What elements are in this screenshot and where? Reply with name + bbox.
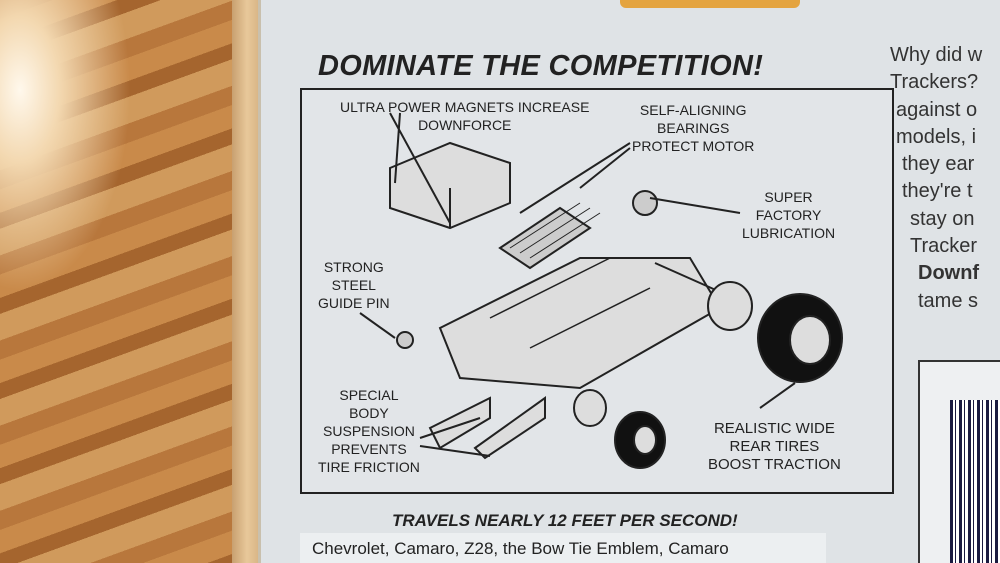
legal-line: Chevrolet, Camaro, Z28, the Bow Tie Embl… bbox=[312, 539, 729, 558]
motor-icon bbox=[498, 202, 601, 270]
legal-text: Chevrolet, Camaro, Z28, the Bow Tie Embl… bbox=[300, 533, 826, 563]
callout-lines bbox=[359, 112, 796, 457]
tagline: TRAVELS NEARLY 12 FEET PER SECOND! bbox=[392, 511, 738, 530]
top-tab bbox=[620, 0, 800, 8]
rear-axle-icon bbox=[654, 262, 753, 331]
headline: DOMINATE THE COMPETITION! bbox=[318, 50, 764, 82]
front-wheel-icon bbox=[573, 389, 607, 427]
bearing-icon bbox=[632, 190, 658, 216]
blister-edge bbox=[232, 0, 262, 563]
chassis-icon bbox=[438, 257, 722, 390]
magnets-icon bbox=[389, 141, 511, 230]
rear-tire-icon bbox=[757, 293, 843, 383]
guide-pin-icon bbox=[396, 331, 414, 349]
front-tire-icon bbox=[614, 411, 666, 469]
barcode bbox=[950, 400, 1000, 563]
chassis-diagram bbox=[359, 112, 843, 469]
